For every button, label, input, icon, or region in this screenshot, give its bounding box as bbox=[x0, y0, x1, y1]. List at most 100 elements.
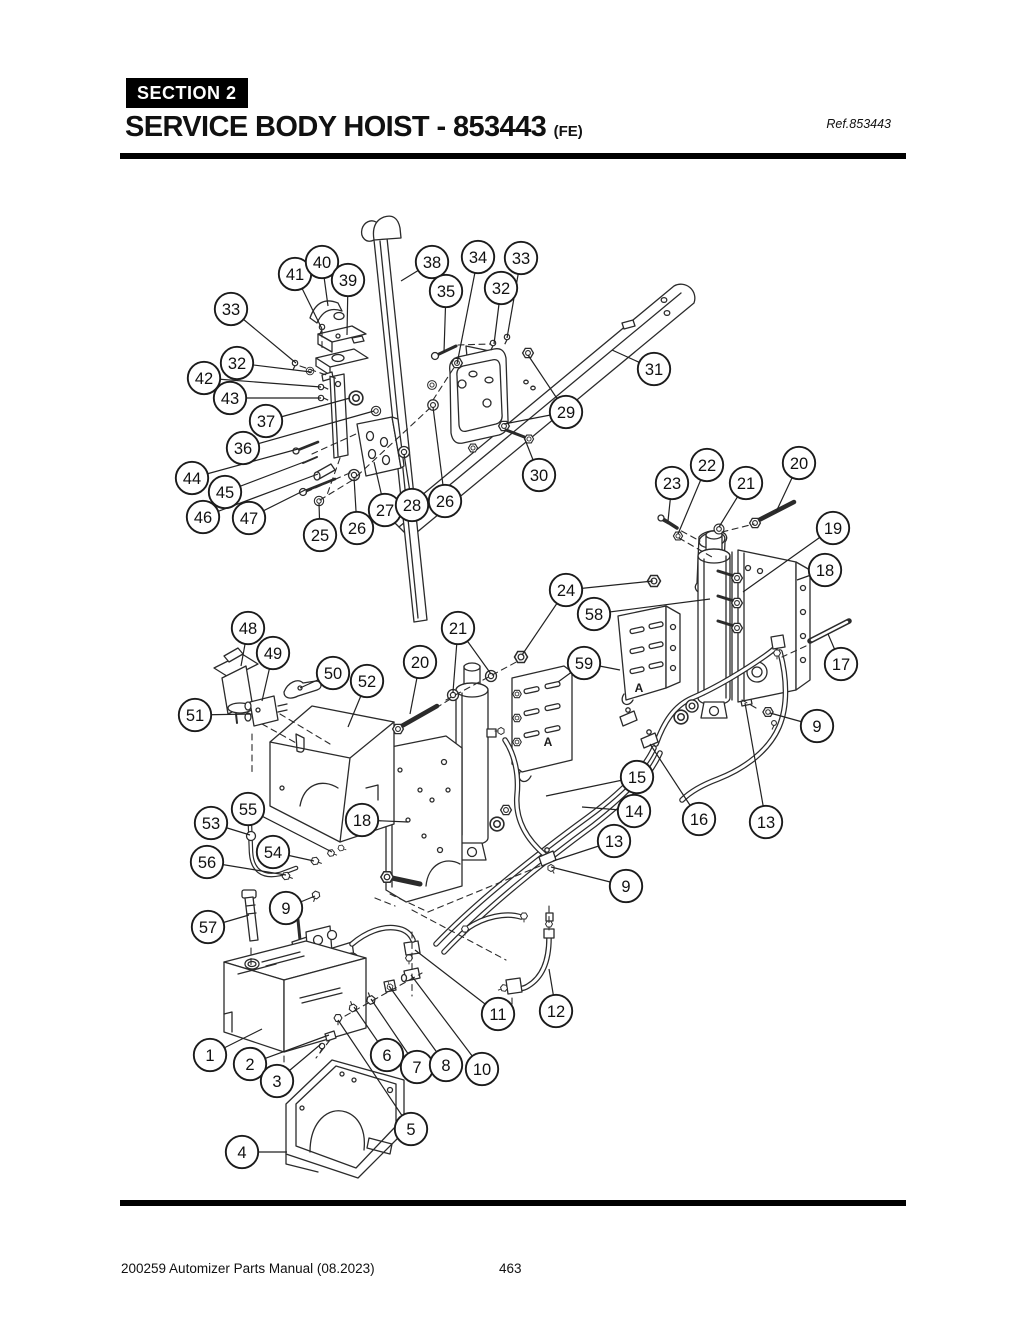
callout-balloon-57: 57 bbox=[190, 909, 226, 945]
svg-text:55: 55 bbox=[239, 801, 257, 819]
svg-text:42: 42 bbox=[195, 370, 213, 388]
callout-balloon-19: 19 bbox=[815, 510, 851, 546]
svg-text:28: 28 bbox=[403, 497, 421, 515]
callout-balloon-26: 26 bbox=[427, 483, 463, 519]
svg-text:21: 21 bbox=[737, 475, 755, 493]
fasteners bbox=[291, 323, 852, 832]
callout-balloon-5: 5 bbox=[393, 1111, 429, 1147]
svg-text:13: 13 bbox=[757, 814, 775, 832]
callout-balloon-4: 4 bbox=[224, 1134, 260, 1170]
svg-text:1: 1 bbox=[205, 1047, 214, 1065]
svg-text:52: 52 bbox=[358, 673, 376, 691]
callout-balloon-44: 44 bbox=[174, 460, 210, 496]
lift-cylinder-right bbox=[697, 530, 753, 719]
callout-balloon-53: 53 bbox=[193, 805, 229, 841]
svg-text:12: 12 bbox=[547, 1003, 565, 1021]
callout-balloon-33: 33 bbox=[503, 240, 539, 276]
dipstick bbox=[241, 889, 259, 942]
callout-balloon-38: 38 bbox=[414, 244, 450, 280]
upper-mount-plates bbox=[309, 300, 369, 382]
louvered-cover-left bbox=[511, 665, 573, 783]
callout-balloon-45: 45 bbox=[207, 474, 243, 510]
callout-balloon-34: 34 bbox=[460, 239, 496, 275]
callout-balloon-26: 26 bbox=[339, 510, 375, 546]
view-label: A bbox=[544, 735, 553, 749]
page-title: SERVICE BODY HOIST - 853443 (FE) bbox=[125, 111, 583, 143]
louvered-cover-right bbox=[617, 605, 681, 706]
svg-text:59: 59 bbox=[575, 655, 593, 673]
svg-text:20: 20 bbox=[790, 455, 808, 473]
solenoid-valve-group bbox=[213, 647, 322, 727]
svg-text:44: 44 bbox=[183, 470, 201, 488]
callout-balloon-8: 8 bbox=[428, 1047, 464, 1083]
header-rule bbox=[120, 153, 906, 159]
svg-text:19: 19 bbox=[824, 520, 842, 538]
callout-balloon-20: 20 bbox=[781, 445, 817, 481]
leader-line bbox=[410, 974, 483, 1070]
callout-balloon-36: 36 bbox=[225, 430, 261, 466]
svg-text:51: 51 bbox=[186, 707, 204, 725]
svg-text:4: 4 bbox=[237, 1144, 246, 1162]
callout-balloon-9: 9 bbox=[608, 868, 644, 904]
svg-text:23: 23 bbox=[663, 475, 681, 493]
callout-balloon-9: 9 bbox=[799, 708, 835, 744]
svg-text:29: 29 bbox=[557, 404, 575, 422]
callout-balloon-2: 2 bbox=[232, 1046, 268, 1082]
callout-balloon-39: 39 bbox=[330, 262, 366, 298]
svg-text:18: 18 bbox=[353, 812, 371, 830]
callout-balloon-3: 3 bbox=[259, 1063, 295, 1099]
svg-text:32: 32 bbox=[492, 280, 510, 298]
callout-balloon-25: 25 bbox=[302, 517, 338, 553]
svg-text:7: 7 bbox=[412, 1059, 421, 1077]
svg-text:10: 10 bbox=[473, 1061, 491, 1079]
title-suffix: (FE) bbox=[553, 123, 583, 140]
post-tube bbox=[329, 373, 349, 459]
callout-balloon-35: 35 bbox=[428, 273, 464, 309]
svg-text:21: 21 bbox=[449, 620, 467, 638]
callout-balloon-10: 10 bbox=[464, 1051, 500, 1087]
svg-text:6: 6 bbox=[382, 1047, 391, 1065]
svg-text:9: 9 bbox=[281, 900, 290, 918]
svg-text:18: 18 bbox=[816, 562, 834, 580]
callout-balloon-51: 51 bbox=[177, 697, 213, 733]
reservoir-pump bbox=[223, 900, 367, 1054]
callout-balloon-41: 41 bbox=[277, 256, 313, 292]
callout-balloon-47: 47 bbox=[231, 500, 267, 536]
svg-text:9: 9 bbox=[812, 718, 821, 736]
callout-balloon-42: 42 bbox=[186, 360, 222, 396]
callout-balloon-56: 56 bbox=[189, 844, 225, 880]
svg-text:47: 47 bbox=[240, 510, 258, 528]
svg-text:36: 36 bbox=[234, 440, 252, 458]
svg-text:33: 33 bbox=[512, 250, 530, 268]
svg-text:33: 33 bbox=[222, 301, 240, 319]
svg-text:31: 31 bbox=[645, 361, 663, 379]
svg-text:26: 26 bbox=[436, 493, 454, 511]
callout-balloon-50: 50 bbox=[315, 655, 351, 691]
svg-text:3: 3 bbox=[272, 1073, 281, 1091]
callout-balloon-54: 54 bbox=[255, 834, 291, 870]
svg-text:13: 13 bbox=[605, 833, 623, 851]
callout-balloon-28: 28 bbox=[394, 487, 430, 523]
callout-balloon-13: 13 bbox=[596, 823, 632, 859]
callout-balloon-49: 49 bbox=[255, 635, 291, 671]
callout-balloon-31: 31 bbox=[636, 351, 672, 387]
svg-text:30: 30 bbox=[530, 467, 548, 485]
callout-balloon-58: 58 bbox=[576, 596, 612, 632]
svg-text:56: 56 bbox=[198, 854, 216, 872]
callout-balloon-46: 46 bbox=[185, 499, 221, 535]
strap-bracket bbox=[449, 345, 509, 444]
callout-balloon-30: 30 bbox=[521, 457, 557, 493]
callout-balloon-32: 32 bbox=[219, 345, 255, 381]
leader-line bbox=[337, 1019, 412, 1130]
leader-line bbox=[202, 473, 319, 518]
callout-balloon-20: 20 bbox=[402, 644, 438, 680]
construction-lines bbox=[250, 330, 807, 1075]
callout-balloon-7: 7 bbox=[399, 1049, 435, 1085]
svg-text:5: 5 bbox=[406, 1121, 415, 1139]
footer-page-number: 463 bbox=[499, 1261, 522, 1276]
svg-text:50: 50 bbox=[324, 665, 342, 683]
leader-line bbox=[744, 702, 767, 823]
leader-line bbox=[742, 527, 834, 593]
